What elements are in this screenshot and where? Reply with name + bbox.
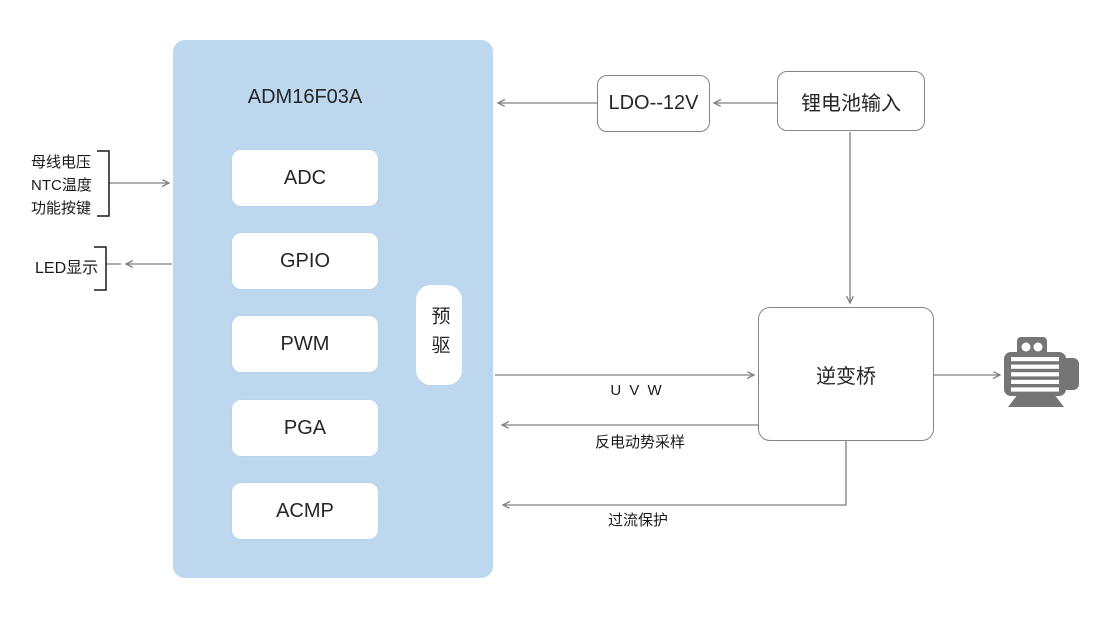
predriver-box: 预驱 [416, 285, 462, 385]
inverter-box: 逆变桥 [758, 307, 934, 441]
analog-input-label: 母线电压 [31, 154, 92, 171]
battery-box: 锂电池输入 [777, 71, 925, 131]
module-label: ACMP [276, 499, 334, 522]
module-box-pwm: PWM [232, 316, 378, 372]
ldo-label: LDO--12V [608, 92, 699, 114]
module-label: PWM [280, 332, 330, 355]
predriver-label: 预驱 [428, 306, 450, 364]
module-label: ADC [283, 166, 327, 189]
overcurrent-signal-label: 过流保护 [607, 512, 668, 529]
module-box-gpio: GPIO [232, 233, 378, 289]
back-emf-signal-label: 反电动势采样 [594, 434, 685, 451]
analog-input-label: NTC温度 [31, 177, 92, 194]
analog-input-label: 功能按键 [31, 200, 92, 217]
module-box-acmp: ACMP [232, 483, 378, 539]
module-box-pga: PGA [232, 400, 378, 456]
analog-input-labels: 母线电压 NTC温度 功能按键 [31, 151, 109, 220]
motor-icon [1004, 337, 1080, 408]
battery-label: 锂电池输入 [801, 92, 901, 115]
module-label: PGA [283, 416, 327, 439]
led-display-label: LED显示 [35, 260, 99, 277]
module-box-adc: ADC [232, 150, 378, 206]
module-label: GPIO [279, 249, 330, 272]
ldo-box: LDO--12V [597, 75, 710, 132]
inverter-label: 逆变桥 [816, 365, 876, 388]
uvw-signal-label: U V W [610, 382, 664, 399]
mcu-title: ADM16F03A [247, 86, 363, 108]
